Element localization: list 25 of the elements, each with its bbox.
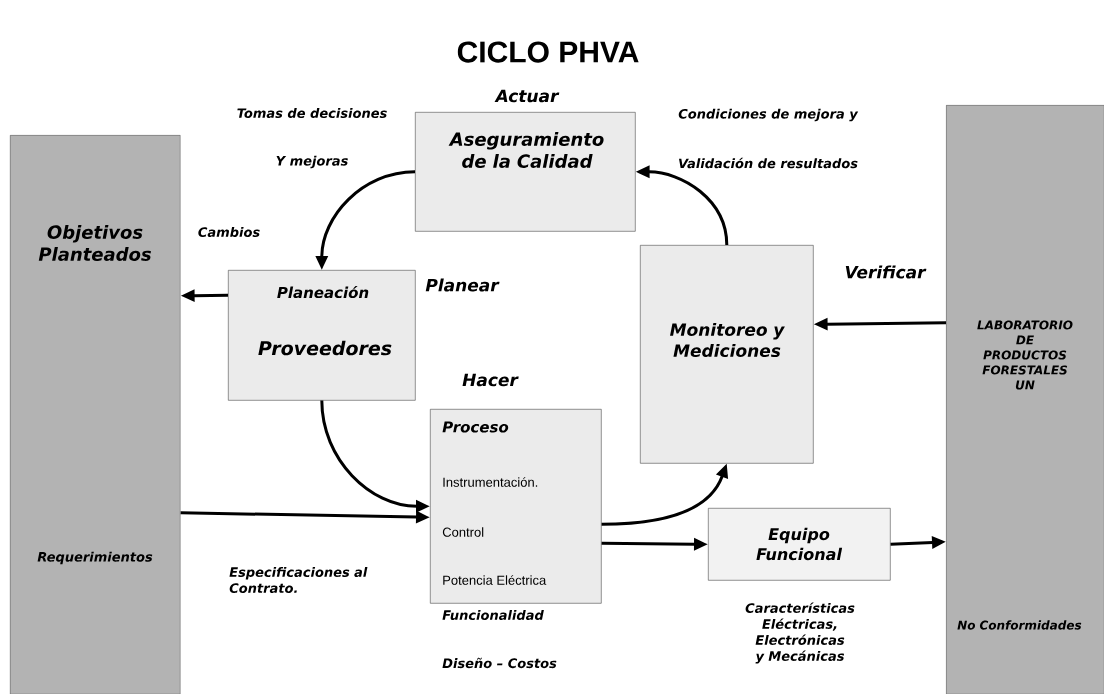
note-text: Características Eléctricas, Electrónicas y Mecánicas bbox=[745, 602, 855, 664]
annotation-text: Verificar bbox=[845, 265, 927, 279]
annotation-text: Condiciones de mejora y bbox=[678, 108, 859, 122]
process-box: Aseguramiento de la Calidad bbox=[415, 112, 636, 232]
step-label: Actuar bbox=[494, 89, 560, 103]
annotation-text: Especificaciones al Contrato. bbox=[229, 566, 368, 594]
annotation-text: Cambios bbox=[198, 226, 260, 238]
laboratory-panel: LABORATORIO DE PRODUCTOS FORESTALES UN No Conformidades bbox=[946, 105, 1104, 694]
note-text: Funcionalidad bbox=[442, 609, 544, 621]
annotation-text: Y mejoras bbox=[276, 155, 348, 169]
step-label: Hacer bbox=[462, 373, 519, 387]
objectives-panel: Objetivos Planteados Requerimientos bbox=[10, 135, 181, 694]
process-box: Planeación Proveedores bbox=[228, 270, 416, 401]
process-box: Proceso Instrumentación. Control Potencia Eléctrica bbox=[430, 409, 602, 604]
annotation-text: Validación de resultados bbox=[679, 157, 858, 169]
node-label: Instrumentación. bbox=[443, 477, 538, 487]
node-label: Control bbox=[442, 527, 484, 537]
annotation-text: Tomas de decisiones bbox=[237, 107, 387, 119]
process-box: Monitoreo y Mediciones bbox=[640, 245, 814, 464]
note-text: Diseño – Costos bbox=[442, 657, 557, 669]
process-box: Equipo Funcional bbox=[708, 508, 891, 581]
node-label: Proceso bbox=[442, 421, 509, 433]
node-label: Potencia Eléctrica bbox=[443, 575, 547, 585]
step-label: Planear bbox=[425, 278, 500, 292]
title: CICLO PHVA bbox=[457, 41, 639, 63]
